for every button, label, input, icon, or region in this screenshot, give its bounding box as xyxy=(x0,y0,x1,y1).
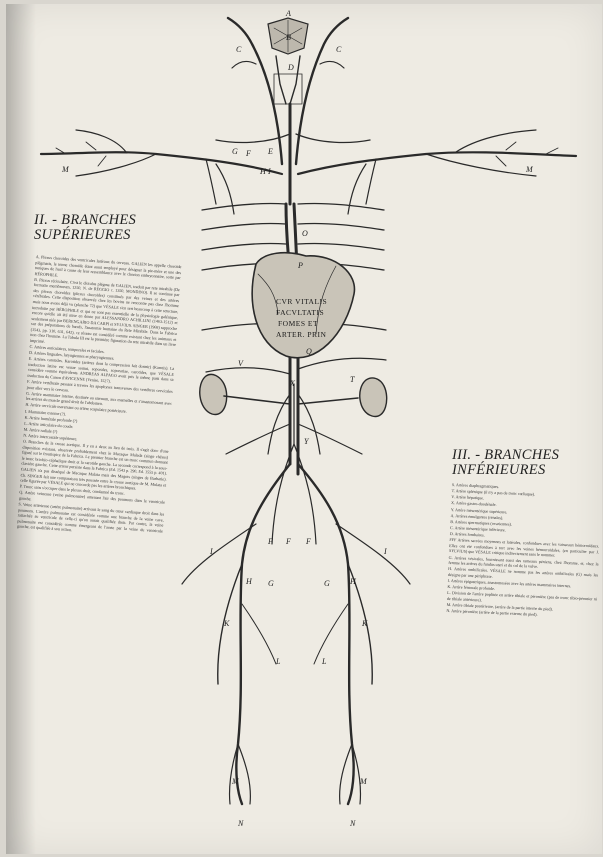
label-k: K xyxy=(223,619,230,628)
label-c: C xyxy=(236,45,242,54)
label-m: M xyxy=(231,777,240,786)
label-f: F xyxy=(245,149,251,158)
label-v: V xyxy=(238,359,244,368)
label-m: M xyxy=(61,165,70,174)
heart-inscription-line: CVR VITALIS xyxy=(276,297,327,306)
label-e: E xyxy=(267,147,273,156)
label-g: G xyxy=(324,579,330,588)
label-n: N xyxy=(349,819,356,828)
label-l: L xyxy=(321,657,327,666)
heart-inscription-line: FACVLTATIS xyxy=(276,308,324,317)
label-i: I xyxy=(267,167,271,176)
label-p: P xyxy=(297,261,303,270)
label-m: M xyxy=(359,777,368,786)
label-h: H xyxy=(245,577,253,586)
label-l: L xyxy=(275,657,281,666)
heart-inscription-line: FOMES ET xyxy=(278,319,318,328)
label-f: F xyxy=(305,537,311,546)
label-b: B xyxy=(286,33,291,42)
label-q: Q xyxy=(306,347,312,356)
book-page: CVR VITALIS FACVLTATIS FOMES ET ARTER. P… xyxy=(6,4,602,854)
section-heading-superior: II. - BRANCHES SUPÉRIEURES xyxy=(34,213,184,243)
heart-inscription-line: ARTER. PRIN xyxy=(276,330,327,339)
label-a: A xyxy=(285,9,291,18)
label-o: O xyxy=(302,229,308,238)
inferior-branches-text: S. Artères diaphragmatiques. T. Artère s… xyxy=(446,482,602,621)
label-x: X xyxy=(289,379,296,388)
label-n: N xyxy=(237,819,244,828)
label-m: M xyxy=(525,165,534,174)
abdominal-branches xyxy=(206,358,386,544)
section-heading-inferior: III. - BRANCHES INFÉRIEURES xyxy=(452,448,602,478)
label-g: G xyxy=(268,579,274,588)
legend-paragraph: B. Plexus réticulaire. C'est le dictulus… xyxy=(30,277,180,354)
label-g: G xyxy=(232,147,238,156)
label-i: I xyxy=(209,547,213,556)
label-h: H xyxy=(259,167,267,176)
label-c: C xyxy=(336,45,342,54)
label-k: K xyxy=(361,619,368,628)
label-i: I xyxy=(383,547,387,556)
iliac-and-leg-arteries xyxy=(182,464,410,804)
label-d: D xyxy=(287,63,294,72)
label-f: F xyxy=(285,537,291,546)
superior-branches-text: A. Plexus choroïdes des ventricules laté… xyxy=(17,254,182,540)
label-f: F xyxy=(267,537,273,546)
label-y: Y xyxy=(304,437,310,446)
label-t: T xyxy=(350,375,355,384)
